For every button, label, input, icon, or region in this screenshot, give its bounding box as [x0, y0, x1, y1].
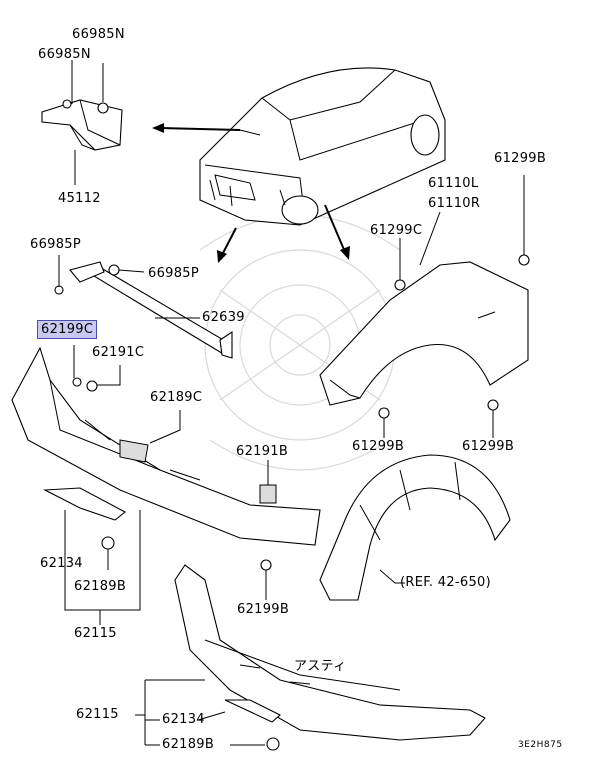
- car-illustration: [199, 67, 446, 226]
- fender: [319, 175, 530, 438]
- part-label: 62115: [74, 626, 117, 641]
- part-label: 66985N: [38, 47, 91, 62]
- direction-arrows: [152, 123, 350, 263]
- lower-cover-62134: [42, 487, 141, 625]
- highlighted-part-label[interactable]: 62199C: [37, 320, 98, 339]
- bracket-45112: [41, 60, 123, 185]
- part-label: 61299B: [352, 439, 405, 454]
- part-label: 62189C: [150, 390, 203, 405]
- part-label: 62639: [202, 310, 245, 325]
- front-bumper-lower: [135, 559, 486, 751]
- part-label: 61299C: [370, 223, 423, 238]
- bar-62639: [54, 255, 233, 359]
- reference-label: (REF. 42-650): [400, 575, 491, 590]
- part-label: 61110L: [428, 176, 479, 191]
- diagram-code: 3E2H875: [518, 740, 563, 750]
- part-label: 45112: [58, 191, 101, 206]
- front-bumper-upper: [11, 345, 321, 546]
- part-label: 66985N: [72, 27, 125, 42]
- part-label: アスティ: [294, 659, 347, 674]
- part-label: 62134: [162, 712, 205, 727]
- part-label: 62134: [40, 556, 83, 571]
- part-label: 62189B: [162, 737, 215, 752]
- part-label: 61299B: [462, 439, 515, 454]
- part-label: 66985P: [30, 237, 81, 252]
- splash-shield: [319, 454, 511, 601]
- part-label: 61299B: [494, 151, 547, 166]
- part-label: 62191B: [236, 444, 289, 459]
- part-label: 62191C: [92, 345, 145, 360]
- part-label: 62189B: [74, 579, 127, 594]
- part-label: 62199B: [237, 602, 290, 617]
- part-label: 61110R: [428, 196, 481, 211]
- part-label: 62115: [76, 707, 119, 722]
- part-label: 66985P: [148, 266, 199, 281]
